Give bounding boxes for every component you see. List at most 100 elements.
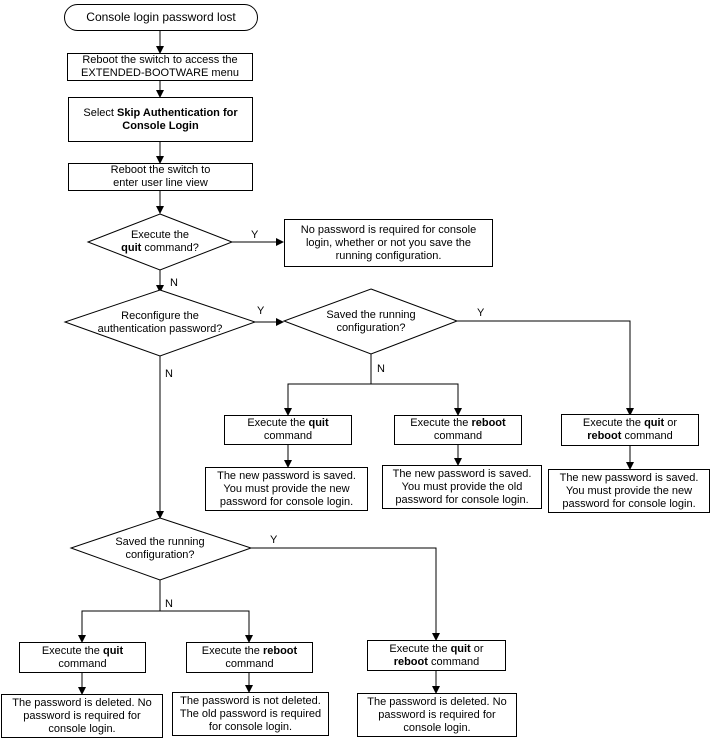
result-d1-line3: console login.: [48, 722, 116, 735]
action-quit-or-reboot-2: Execute the quit or reboot command: [367, 640, 506, 671]
start-label: Console login password lost: [86, 10, 236, 24]
action-or: or: [664, 417, 678, 429]
action-reboot-1: Execute the reboot command: [394, 415, 522, 445]
decision-reconfigure-line2: authentication password?: [97, 323, 223, 335]
step-reboot-bootware: Reboot the switch to access the EXTENDED…: [67, 53, 253, 81]
decision-quit: Execute the quit command?: [100, 227, 220, 257]
action-command: command: [58, 657, 107, 670]
step-select-prefix: Select: [83, 106, 118, 119]
result-nd-line1: The password is not deleted.: [180, 694, 321, 707]
result-new-saved-old: The new password is saved. You must prov…: [382, 465, 542, 509]
result-nso-line1: The new password is saved.: [392, 467, 532, 480]
result-d1-line1: The password is deleted. No: [12, 696, 152, 709]
action-prefix: Execute the: [389, 642, 451, 655]
step-select-skip-auth: Select Skip Authentication for Console L…: [68, 97, 253, 142]
result-d2-line2: password is required for: [378, 708, 496, 721]
action-prefix: Execute the: [582, 417, 645, 429]
result-nd-line2: The old password is required: [179, 707, 322, 720]
decision-saved-running-1: Saved the running configuration?: [306, 307, 436, 337]
step-reboot-bootware-line2: EXTENDED-BOOTWARE menu: [81, 67, 239, 79]
edge-saved1-yes: [457, 320, 634, 416]
action-quit-or-reboot-1: Execute the quit or reboot command: [561, 414, 699, 446]
result-ns2-line1: The new password is saved.: [559, 471, 699, 484]
action-or: or: [470, 642, 484, 655]
step-select-bold-2: Console Login: [122, 119, 199, 132]
result-nd-line3: for console login.: [208, 720, 293, 733]
label-saved1-no: N: [377, 363, 385, 375]
decision-saved-running-2: Saved the running configuration?: [95, 534, 225, 564]
decision-reconfigure: Reconfigure the authentication password?: [80, 308, 240, 338]
decision-saved1-shape: [282, 288, 459, 355]
action-prefix: Execute the: [41, 644, 103, 657]
edge-saved2-yes: [251, 547, 440, 641]
label-reconfig-no: N: [165, 368, 173, 380]
action-reboot-bold: reboot: [393, 655, 428, 668]
label-saved2-yes: Y: [270, 534, 278, 546]
action-quit-1: Execute the quit command: [224, 415, 352, 445]
label-reconfig-yes: Y: [257, 305, 265, 317]
result-ns1-line3: password for console login.: [219, 495, 354, 508]
start-node: Console login password lost: [64, 4, 258, 31]
label-saved1-yes: Y: [477, 307, 485, 319]
edge-saved1-no-left: [284, 383, 371, 416]
action-quit-2: Execute the quit command: [19, 642, 146, 673]
result-no-password-required: No password is required for console logi…: [284, 219, 493, 267]
action-command: command: [225, 657, 274, 670]
step-reboot-user-line-line2: enter user line view: [113, 177, 208, 189]
action-prefix: Execute the: [201, 644, 263, 657]
label-quit-no: N: [170, 277, 178, 289]
result-deleted-1: The password is deleted. No password is …: [1, 694, 163, 738]
action-command: command: [433, 430, 483, 442]
action-reboot-2: Execute the reboot command: [186, 642, 313, 673]
edge-saved2-no-right: [160, 610, 253, 643]
decision-quit-line1: Execute the: [130, 229, 190, 241]
decision-reconfigure-shape: [63, 289, 257, 357]
result-ns1-line2: You must provide the new: [223, 482, 350, 495]
result-nso-line3: password for console login.: [395, 493, 529, 506]
step-reboot-user-line: Reboot the switch to enter user line vie…: [68, 163, 253, 191]
action-prefix: Execute the: [247, 417, 309, 429]
result-d2-line3: console login.: [403, 721, 471, 734]
decision-quit-suffix: command?: [141, 242, 199, 254]
edge-saved1-no-right: [371, 383, 462, 416]
result-deleted-2: The password is deleted. No password is …: [357, 693, 517, 737]
result-d2-line1: The password is deleted. No: [367, 695, 507, 708]
result-d1-line2: password is required for: [23, 709, 141, 722]
action-command: command: [624, 430, 673, 442]
result-not-deleted: The password is not deleted. The old pas…: [172, 692, 329, 736]
step-reboot-bootware-line1: Reboot the switch to access the: [82, 54, 238, 66]
action-command: command: [263, 430, 313, 442]
decision-saved2-line2: configuration?: [125, 549, 195, 561]
edge-saved2-no-left: [78, 610, 160, 643]
result-ns2-line3: password for console login.: [562, 497, 696, 510]
action-prefix: Execute the: [410, 417, 472, 429]
action-quit-bold: quit: [102, 644, 124, 657]
label-quit-yes: Y: [251, 229, 259, 241]
result-npr-line2: login, whether or not you save the: [305, 236, 472, 249]
result-new-saved-2: The new password is saved. You must prov…: [548, 469, 710, 513]
action-quit-bold: quit: [644, 417, 665, 429]
decision-saved1-line1: Saved the running: [326, 309, 416, 321]
result-npr-line1: No password is required for console: [300, 223, 477, 236]
step-reboot-user-line-line1: Reboot the switch to: [110, 164, 211, 176]
action-reboot-bold: reboot: [262, 644, 298, 657]
step-select-bold-1: Skip Authentication for: [117, 106, 238, 119]
result-nso-line2: You must provide the old: [401, 480, 523, 493]
label-saved2-no: N: [165, 598, 173, 610]
result-ns1-line1: The new password is saved.: [217, 469, 356, 482]
decision-saved1-line2: configuration?: [336, 322, 406, 334]
decision-quit-bold: quit: [121, 242, 142, 254]
action-quit-bold: quit: [450, 642, 471, 655]
result-ns2-line2: You must provide the new: [565, 484, 693, 497]
action-reboot-bold: reboot: [471, 417, 506, 429]
action-quit-bold: quit: [308, 417, 329, 429]
action-reboot-bold: reboot: [587, 430, 622, 442]
result-new-saved-1: The new password is saved. You must prov…: [205, 467, 368, 511]
result-npr-line3: running configuration.: [335, 249, 442, 262]
decision-saved2-shape: [69, 517, 253, 581]
action-command: command: [430, 655, 480, 668]
decision-saved2-line1: Saved the running: [115, 536, 205, 548]
decision-reconfigure-line1: Reconfigure the: [121, 310, 199, 322]
